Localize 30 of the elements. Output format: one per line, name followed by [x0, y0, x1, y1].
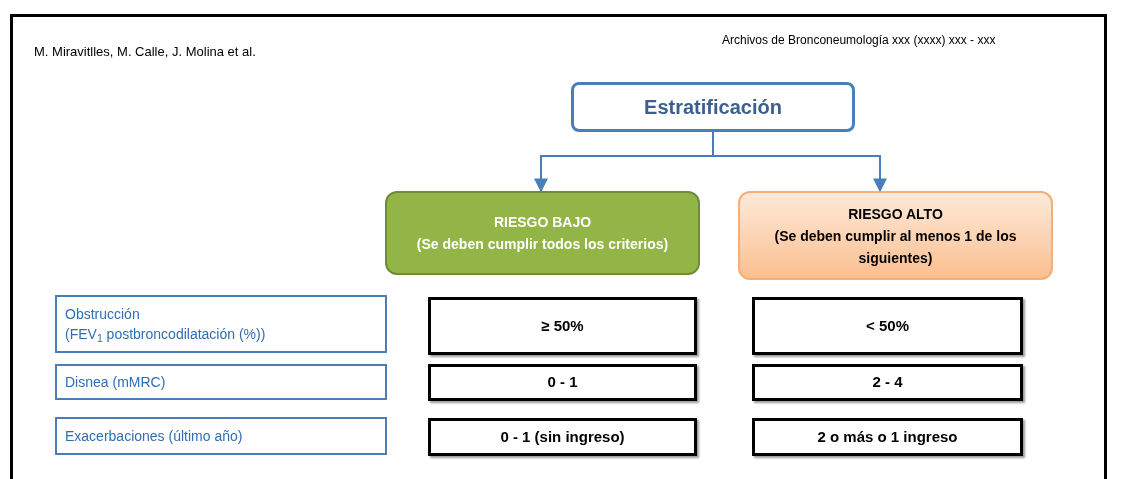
- heading-box: [571, 82, 855, 132]
- criterion-box: [55, 364, 387, 400]
- box-text: 2 - 4: [872, 372, 903, 393]
- category-box: [738, 191, 1053, 280]
- box-text: RIESGO BAJO: [493, 213, 592, 232]
- box-text: Exacerbaciones (último año): [65, 427, 244, 446]
- box-text: (Se deben cumplir al menos 1 de los siguientes): [773, 226, 1018, 268]
- box-text: Obstrucción: [65, 305, 141, 324]
- value-box: [752, 418, 1023, 456]
- box-text: Estratificación: [644, 95, 782, 120]
- box-text: < 50%: [866, 315, 909, 336]
- box-text: (Se deben cumplir todos los criterios): [416, 235, 669, 254]
- value-box: [428, 418, 697, 456]
- box-text: 0 - 1 (sin ingreso): [500, 426, 625, 447]
- value-box: [752, 297, 1023, 355]
- arrow: [712, 131, 887, 193]
- value-box: [428, 364, 697, 401]
- box-text: (FEV$_{1}$ postbroncodilatación (%)): [65, 325, 267, 344]
- criterion-box: [55, 295, 387, 353]
- box-text: 0 - 1: [547, 372, 578, 393]
- category-box: [385, 191, 700, 275]
- author-line: M. Miravitlles, M. Calle, J. Molina et al.: [34, 43, 256, 61]
- box-text: Disnea (mMRC): [65, 373, 167, 392]
- box-text: RIESGO ALTO: [848, 204, 943, 224]
- value-box: [428, 297, 697, 355]
- box-text: ≥ 50%: [541, 315, 584, 336]
- criterion-box: [55, 417, 387, 455]
- value-box: [752, 364, 1023, 401]
- journal-header: Archivos de Bronconeumología xxx (xxxx) xxx - xxx: [722, 32, 996, 49]
- box-text: 2 o más o 1 ingreso: [817, 426, 958, 447]
